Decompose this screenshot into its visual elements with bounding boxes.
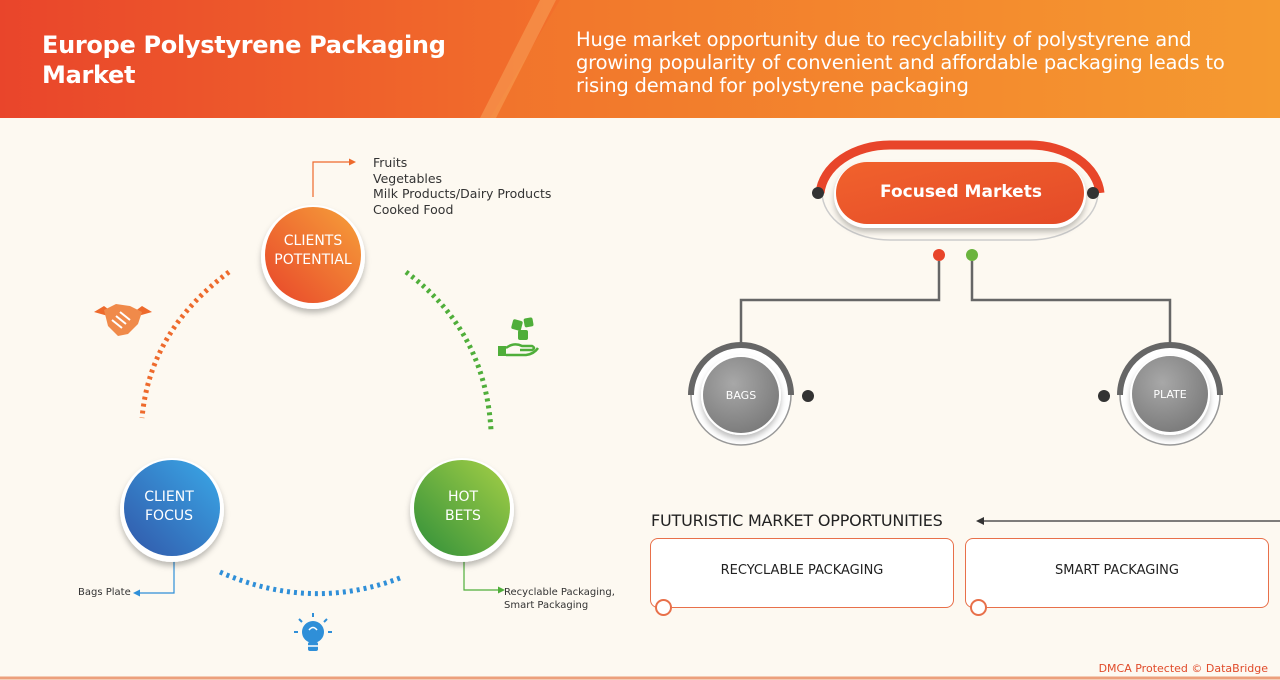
list-item: Cooked Food (373, 201, 454, 217)
plate-label: PLATE (1153, 388, 1187, 401)
orange-dotted-arc (139, 269, 231, 419)
opportunity-box-recyclable: RECYCLABLE PACKAGING (650, 538, 954, 616)
plate-connector (970, 261, 1172, 346)
focused-markets-pill (836, 162, 1084, 224)
list-item: Fruits (373, 155, 408, 170)
client-focus-connector (137, 556, 175, 594)
box-dot (655, 599, 672, 616)
header-tagline: Huge market opportunity due to recyclabi… (576, 28, 1225, 97)
clients-items-list: Fruits Vegetables Milk Products/Dairy Pr… (373, 155, 551, 217)
clients-potential-label-line1: CLIENTS (283, 233, 343, 249)
bags-connector (739, 261, 941, 346)
client-focus-label: CLIENT FOCUS (109, 488, 229, 526)
plate-circle (1132, 356, 1208, 432)
hot-bets-note-line2: Smart Packaging (504, 600, 589, 611)
footer-copyright: DMCA Protected © DataBridge (1098, 662, 1268, 675)
hot-bets-note: Recyclable Packaging, Smart Packaging (504, 586, 615, 612)
banner-background (0, 0, 1280, 118)
clients-potential-label: CLIENTS POTENTIAL (253, 232, 373, 270)
page-title: Europe Polystyrene Packaging Market (42, 31, 446, 89)
blue-dotted-arc (218, 569, 401, 597)
opportunity-label: SMART PACKAGING (1055, 563, 1179, 578)
opportunity-box-smart: SMART PACKAGING (965, 538, 1269, 616)
list-item: Milk Products/Dairy Products (373, 186, 552, 201)
clients-connector (312, 161, 352, 197)
money-hand-icon (498, 317, 540, 357)
hot-bets-connector (463, 556, 501, 591)
clients-potential-label-line2: POTENTIAL (274, 252, 352, 268)
bags-circle (703, 357, 779, 433)
handshake-icon (94, 304, 152, 336)
bags-label: BAGS (725, 389, 757, 402)
client-focus-circle (124, 460, 220, 556)
lightbulb-icon (294, 613, 332, 651)
hot-bets-label: HOT BETS (403, 488, 523, 526)
header-banner: Europe Polystyrene Packaging Market Huge… (0, 0, 1280, 118)
hot-bets-label-line2: BETS (445, 508, 481, 524)
futuristic-title: FUTURISTIC MARKET OPPORTUNITIES (651, 511, 943, 530)
box-dot (970, 599, 987, 616)
hot-bets-note-line1: Recyclable Packaging, (504, 587, 615, 598)
pill-outer-arc (815, 140, 1105, 194)
list-item: Vegetables (373, 170, 443, 186)
clients-potential-circle (265, 207, 361, 303)
opportunity-label: RECYCLABLE PACKAGING (720, 563, 884, 578)
green-dotted-arc (404, 269, 494, 431)
focused-markets-title: Focused Markets (880, 182, 1042, 202)
pill-inner-ring (821, 192, 1099, 241)
hot-bets-label-line1: HOT (447, 489, 479, 505)
hot-bets-circle (414, 460, 510, 556)
client-focus-label-line1: CLIENT (144, 489, 194, 505)
client-focus-note: Bags Plate (78, 587, 131, 598)
client-focus-label-line2: FOCUS (145, 508, 193, 524)
